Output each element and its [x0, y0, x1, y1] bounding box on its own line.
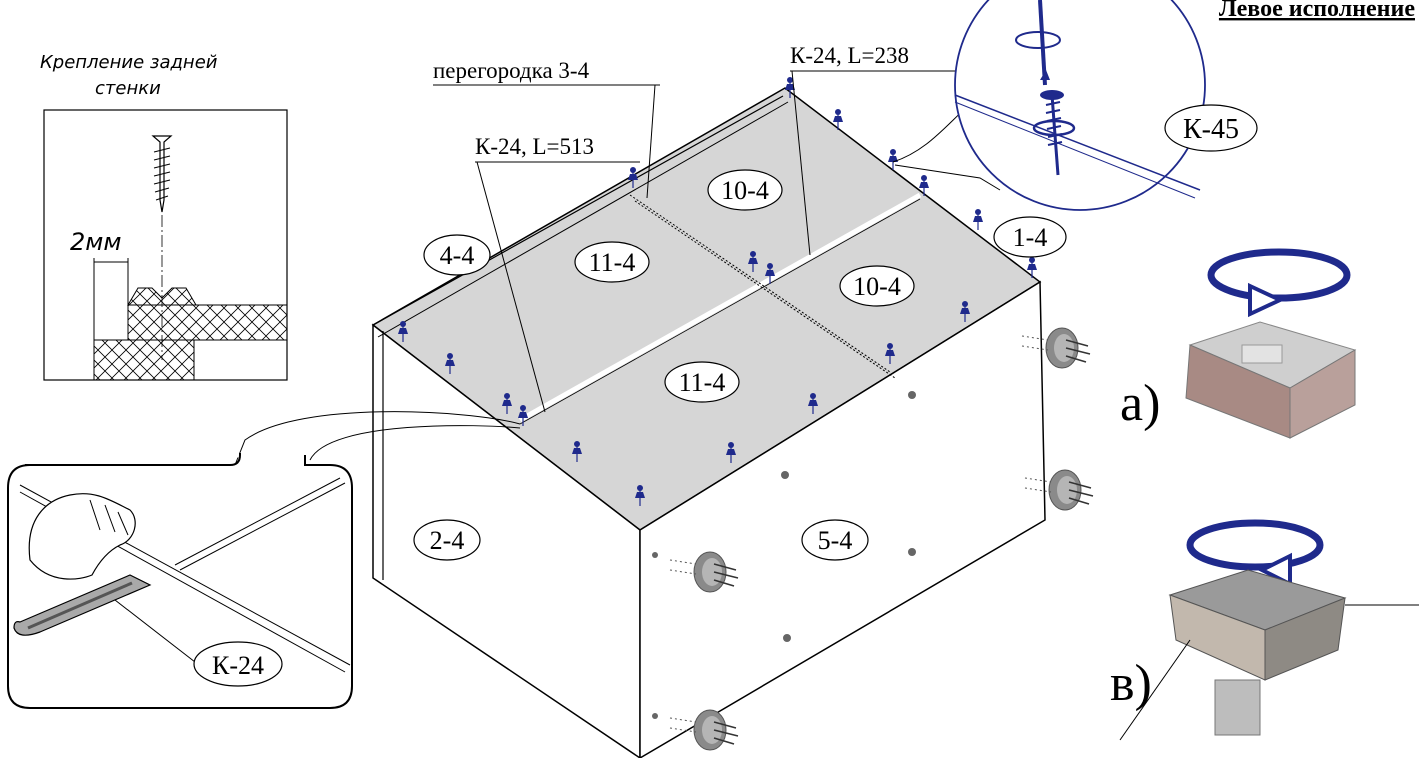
- back-wall-detail: Крепление задней стенки 2мм: [40, 52, 288, 381]
- rotate-ccw-icon: [1186, 519, 1324, 588]
- k24-238-label: К-24, L=238: [790, 43, 909, 68]
- screw-icon: [151, 135, 173, 213]
- rotate-cw-icon: [1207, 248, 1351, 318]
- screw-detail-magnifier: К-45: [954, 0, 1258, 211]
- k45-label: К-45: [1183, 114, 1239, 145]
- part-5-4: 5-4: [818, 526, 853, 555]
- hand-icon: [28, 493, 136, 580]
- k24-513-label: К-24, L=513: [475, 134, 594, 159]
- screw-k45-icon: [1032, 90, 1076, 176]
- variant-a-label: а): [1120, 375, 1160, 432]
- k24-label: К-24: [212, 651, 264, 680]
- detail-caption-line2: стенки: [95, 78, 161, 99]
- foot-variant-a: а): [1120, 248, 1357, 439]
- page-title: Левое исполнение: [1219, 0, 1415, 22]
- variant-b-label: в): [1110, 655, 1152, 712]
- gap-label: 2мм: [70, 228, 121, 256]
- screwdriver-icon: [1015, 0, 1061, 86]
- part-10-4-top: 10-4: [721, 176, 769, 205]
- part-11-4-top: 11-4: [589, 248, 636, 277]
- part-1-4: 1-4: [1013, 223, 1048, 252]
- part-4-4: 4-4: [440, 241, 475, 270]
- k24-profile-icon: [13, 574, 152, 636]
- part-11-4-mid: 11-4: [679, 368, 726, 397]
- partition-label: перегородка 3-4: [433, 58, 590, 83]
- connector-inset: К-24: [7, 453, 353, 709]
- part-10-4-mid: 10-4: [853, 272, 901, 301]
- foot-variant-b: в): [1110, 519, 1419, 741]
- part-2-4: 2-4: [430, 526, 465, 555]
- detail-caption-line1: Крепление задней: [40, 52, 218, 73]
